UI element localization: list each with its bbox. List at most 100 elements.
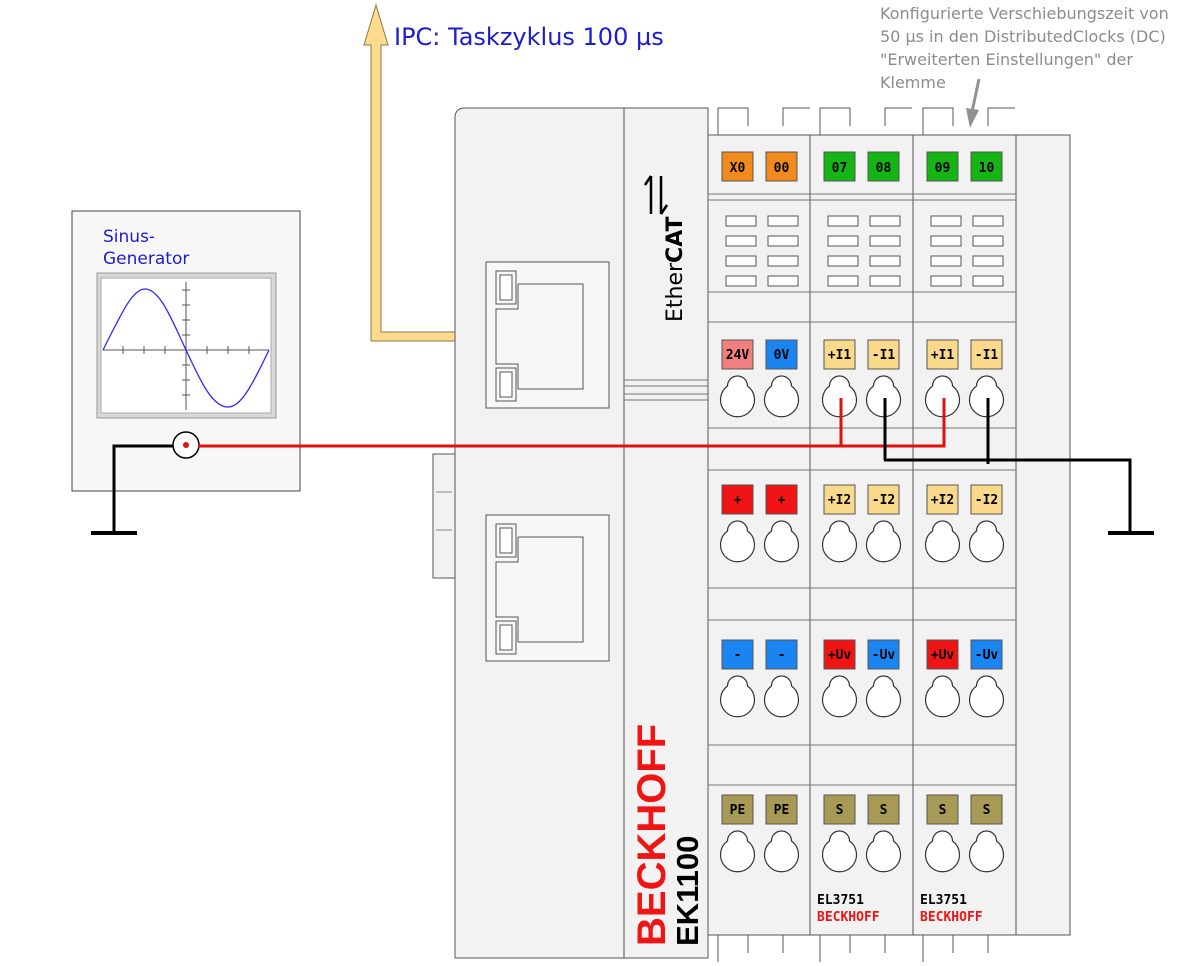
coupler-terminal-strip-led-label-2: 00 bbox=[774, 161, 790, 176]
coupler-housing: EtherCAT BECKHOFF EK1100 bbox=[432, 107, 709, 959]
terminal2-row4-label-1: S bbox=[939, 803, 947, 818]
terminal2-led-label-1: 09 bbox=[935, 161, 951, 176]
note-line-2: 50 µs in den DistributedClocks (DC) bbox=[880, 27, 1166, 46]
terminal1-row2-contact-1 bbox=[821, 520, 858, 563]
terminal2-row2-label-2: -I2 bbox=[975, 493, 998, 508]
terminal1-row3-contact-2 bbox=[865, 675, 902, 718]
note-line-1: Konfigurierte Verschiebungszeit von bbox=[880, 4, 1169, 23]
note-text: Konfigurierte Verschiebungszeit von 50 µ… bbox=[880, 4, 1169, 92]
terminal1-row1-label-box-1 bbox=[823, 339, 856, 370]
coupler-terminal-strip-row4-label-box-2 bbox=[765, 794, 798, 825]
terminal2-row4-label-box-1 bbox=[926, 794, 959, 825]
terminal2-row3-label-box-1 bbox=[926, 639, 959, 670]
terminal1-row2-label-2: -I2 bbox=[872, 493, 895, 508]
terminal1-row4-contact-1 bbox=[821, 830, 858, 873]
terminal1-led-label-1: 07 bbox=[832, 161, 848, 176]
terminal1-row1-label-box-2 bbox=[867, 339, 900, 370]
terminal1-row4-label-2: S bbox=[880, 803, 888, 818]
coupler-terminal-strip-row2-contact-1 bbox=[719, 520, 756, 563]
terminal1-row3-label-box-1 bbox=[823, 639, 856, 670]
terminal1-model: EL3751 bbox=[817, 893, 864, 908]
sine-wave bbox=[102, 288, 270, 408]
coupler-terminal-strip-row3-label-box-1 bbox=[721, 639, 754, 670]
coupler-terminal-strip-row4-contact-1 bbox=[719, 830, 756, 873]
terminal2-row4-contact-2 bbox=[968, 830, 1005, 873]
sine-generator: Sinus- Generator bbox=[71, 210, 301, 492]
terminal2-led-2 bbox=[970, 151, 1003, 182]
terminal1-brand: BECKHOFF bbox=[817, 910, 880, 925]
coupler-terminal-strip-row4-label-2: PE bbox=[774, 803, 790, 818]
coupler-terminal-strip-row4-label-1: PE bbox=[730, 803, 746, 818]
terminal1-row3-contact-1 bbox=[821, 675, 858, 718]
terminal2-row4-label-2: S bbox=[983, 803, 991, 818]
terminal2-row4-contact-1 bbox=[924, 830, 961, 873]
ipc-label: IPC: Taskzyklus 100 µs bbox=[394, 23, 664, 51]
terminal2-row2-label-box-1 bbox=[926, 484, 959, 515]
generator-title-1: Sinus- bbox=[103, 227, 155, 247]
coupler-terminal-strip-row4-label-box-1 bbox=[721, 794, 754, 825]
terminal2-led-1 bbox=[926, 151, 959, 182]
coupler-terminal-strip-row2-label-box-1 bbox=[721, 484, 754, 515]
coupler-terminal-strip-row1-contact-2 bbox=[763, 375, 800, 418]
terminal1-row4-label-box-1 bbox=[823, 794, 856, 825]
ground-symbol-left bbox=[91, 444, 173, 535]
note-arrow bbox=[966, 78, 981, 128]
terminal1-row2-label-box-1 bbox=[823, 484, 856, 515]
coupler-terminal-strip-row3-label-1: - bbox=[734, 648, 742, 663]
oscilloscope-screen bbox=[96, 272, 277, 419]
coupler-terminal-strip-led-1 bbox=[721, 151, 754, 182]
terminal1-row2-label-box-2 bbox=[867, 484, 900, 515]
note-line-3: "Erweiterten Einstellungen" der bbox=[880, 50, 1133, 69]
terminal1-row1-label-2: -I1 bbox=[872, 348, 896, 363]
ground-symbol-right bbox=[884, 458, 1154, 535]
terminal1-led-label-2: 08 bbox=[876, 161, 892, 176]
coupler-terminal-strip-led-2 bbox=[765, 151, 798, 182]
terminal2-row2-contact-2 bbox=[968, 520, 1005, 563]
terminal2-row3-contact-2 bbox=[968, 675, 1005, 718]
coupler-terminal-strip-row1-label-box-1 bbox=[721, 339, 754, 370]
terminal2-row1-label-2: -I1 bbox=[975, 348, 999, 363]
terminal1-row1-label-1: +I1 bbox=[828, 348, 852, 363]
coupler-terminal-strip-row1-label-box-2 bbox=[765, 339, 798, 370]
terminal1-row4-contact-2 bbox=[865, 830, 902, 873]
terminal1-led-2 bbox=[867, 151, 900, 182]
coupler-terminal-strip-row3-label-box-2 bbox=[765, 639, 798, 670]
red-signal-wire bbox=[198, 398, 946, 448]
terminal2-row2-label-box-2 bbox=[970, 484, 1003, 515]
terminal2-row1-contact-2 bbox=[968, 375, 1005, 418]
generator-title-2: Generator bbox=[103, 249, 189, 269]
ethernet-port-bottom bbox=[485, 514, 610, 662]
terminal2-brand: BECKHOFF bbox=[920, 910, 983, 925]
coupler-terminal-strip-row2-contact-2 bbox=[763, 520, 800, 563]
ethernet-port-top bbox=[485, 261, 610, 409]
coupler-terminal-strip-row1-contact-1 bbox=[719, 375, 756, 418]
terminal1-row1-contact-2 bbox=[865, 375, 902, 418]
coupler-terminal-strip-led-label-1: X0 bbox=[730, 161, 746, 176]
bnc-connector bbox=[172, 431, 200, 459]
terminal2-row1-label-box-2 bbox=[970, 339, 1003, 370]
coupler-terminal-strip-row1-label-2: 0V bbox=[774, 348, 790, 363]
terminal2-row2-contact-1 bbox=[924, 520, 961, 563]
terminal2-row3-contact-1 bbox=[924, 675, 961, 718]
coupler-terminal-strip-row3-contact-1 bbox=[719, 675, 756, 718]
ethercat-logo: EtherCAT bbox=[643, 175, 688, 322]
terminal2-row3-label-2: -Uv bbox=[975, 648, 999, 663]
terminal1-row3-label-2: -Uv bbox=[872, 648, 896, 663]
terminal1-row1-contact-1 bbox=[821, 375, 858, 418]
terminal2-row1-label-1: +I1 bbox=[931, 348, 955, 363]
terminal1-row2-contact-2 bbox=[865, 520, 902, 563]
ethercat-cat: CAT bbox=[663, 216, 688, 262]
terminal2-row3-label-box-2 bbox=[970, 639, 1003, 670]
terminal2-led-label-2: 10 bbox=[979, 161, 995, 176]
ethercat-ether: Ether bbox=[663, 262, 688, 322]
coupler-brand: BECKHOFF bbox=[630, 724, 674, 946]
terminal2-model: EL3751 bbox=[920, 893, 967, 908]
end-plate bbox=[1015, 134, 1071, 936]
terminal1-row4-label-1: S bbox=[836, 803, 844, 818]
signal-wiring bbox=[198, 398, 990, 464]
coupler-model: EK1100 bbox=[670, 836, 705, 946]
